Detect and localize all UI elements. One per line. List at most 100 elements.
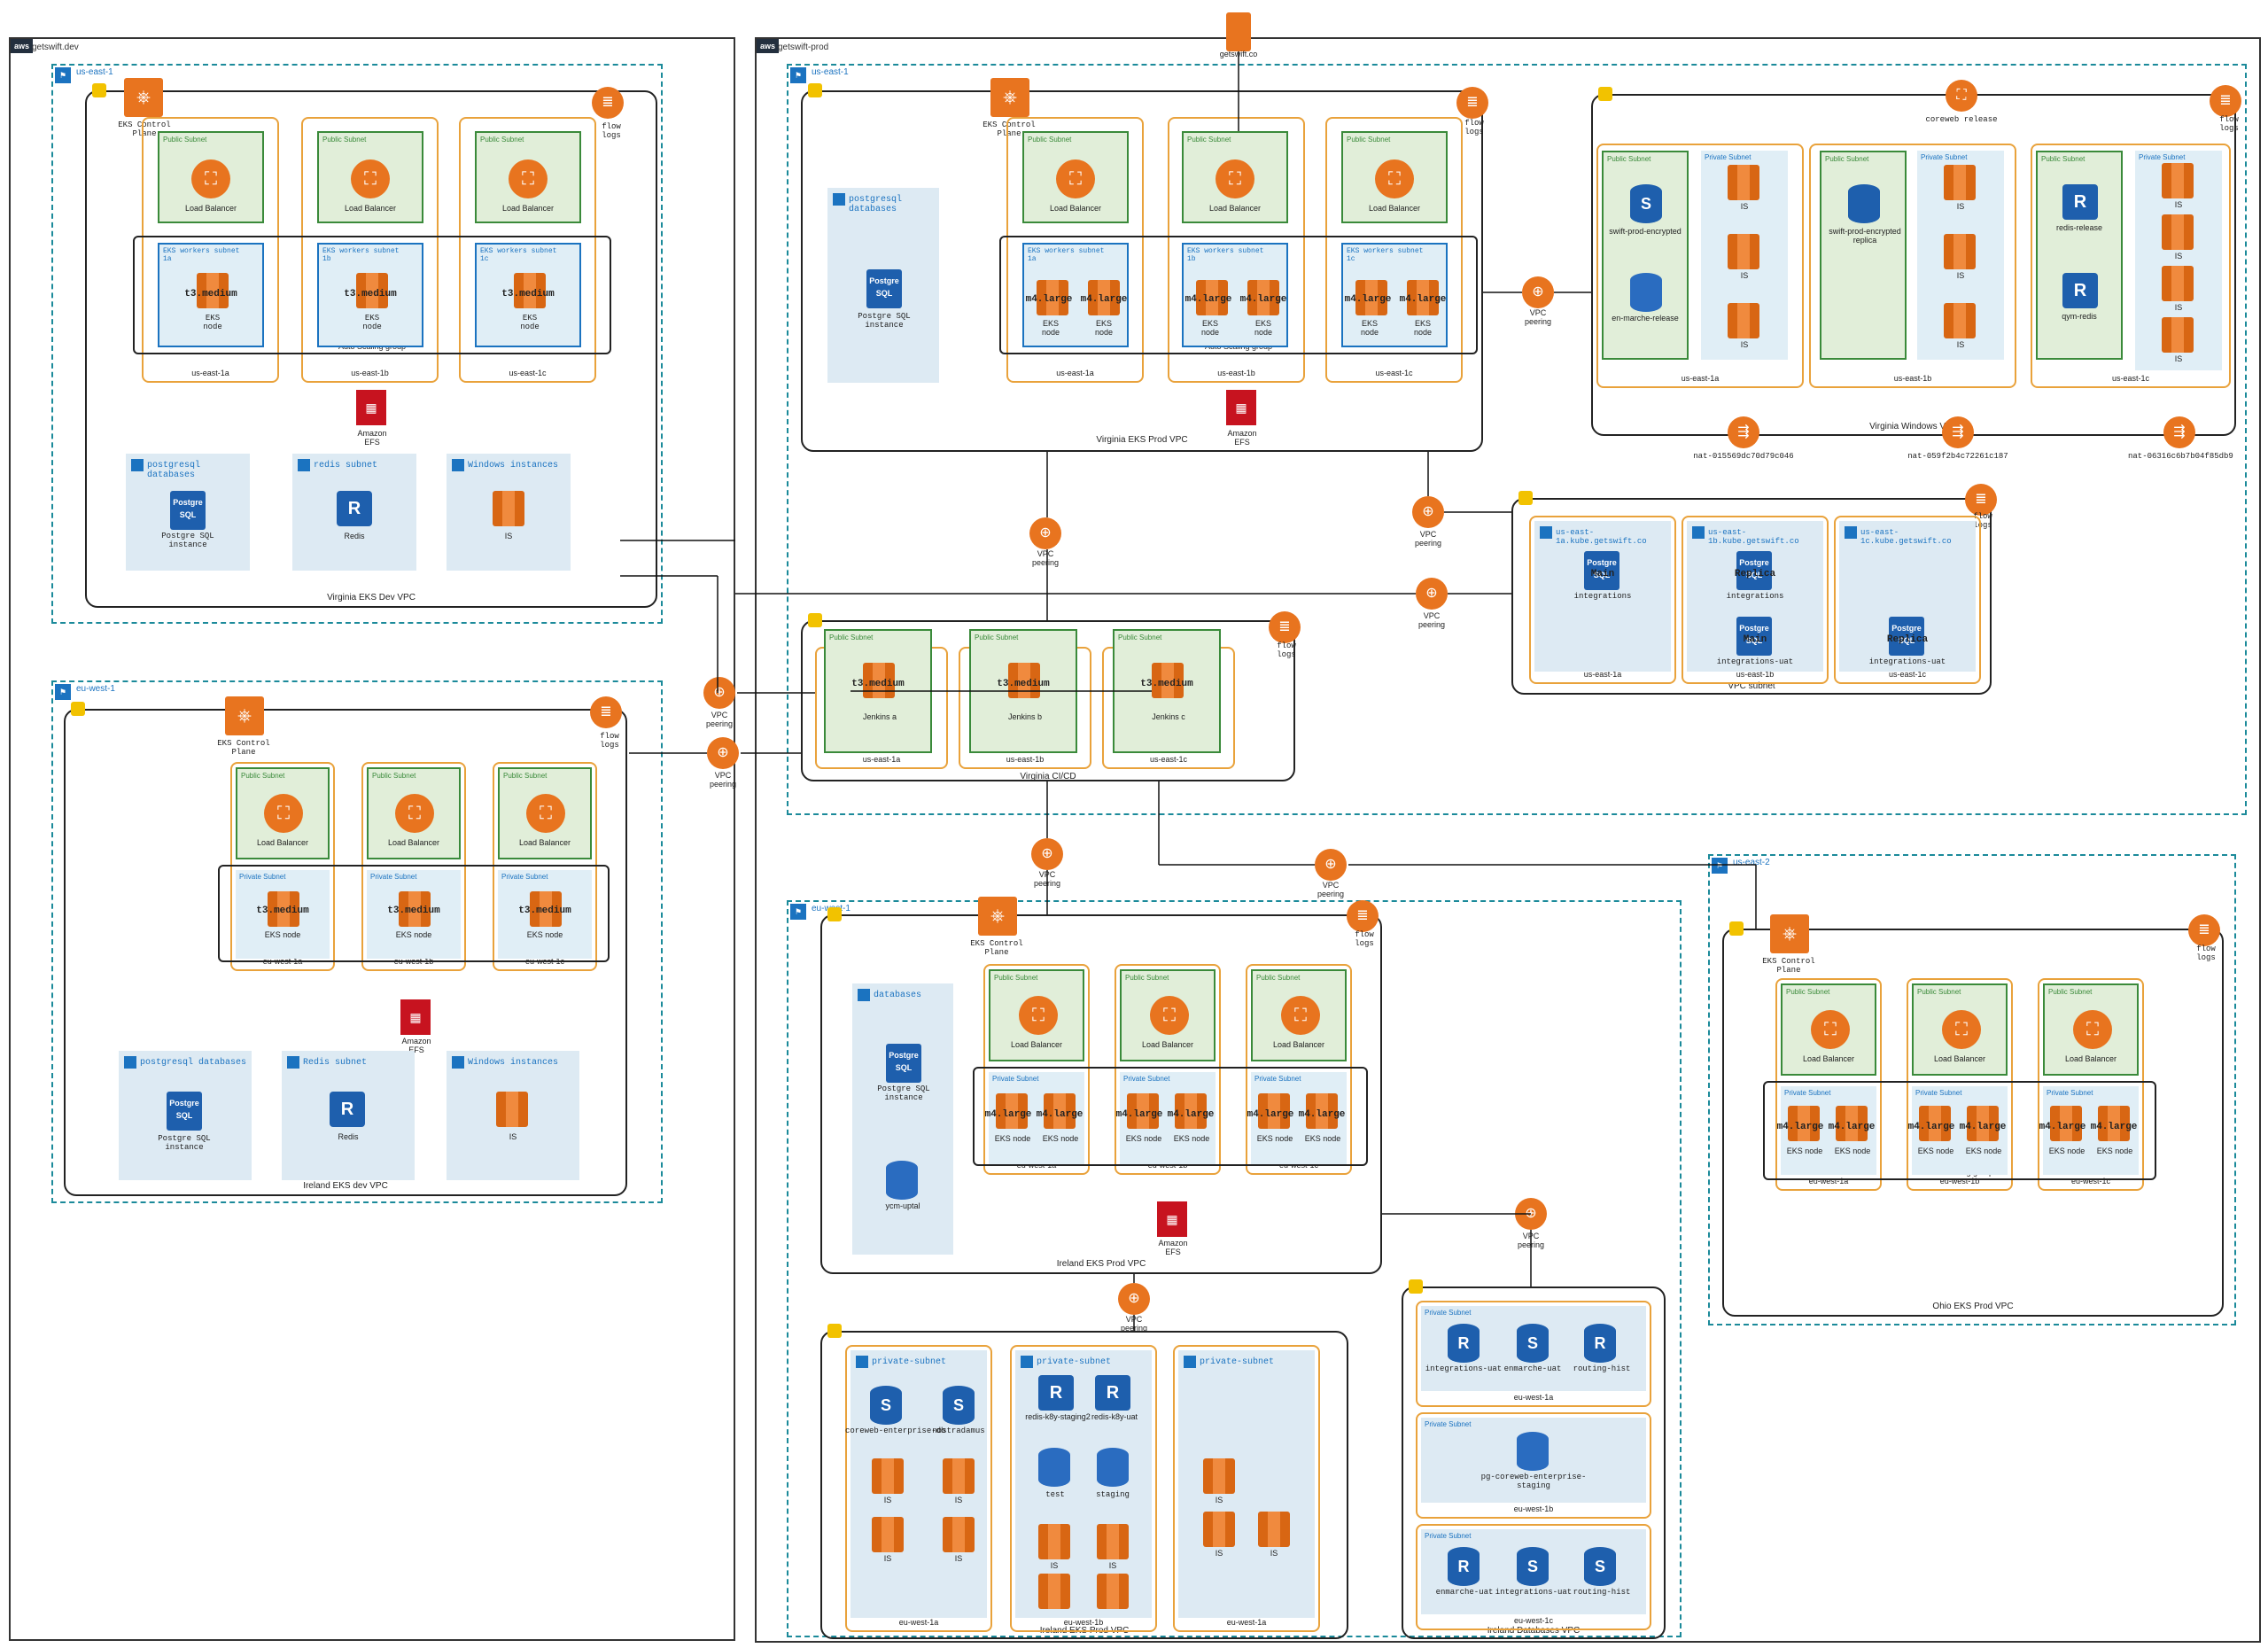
efs-icon: ▦ bbox=[400, 999, 431, 1035]
region-name: us-east-1 bbox=[812, 67, 849, 77]
ec2-instance-icon bbox=[356, 273, 388, 308]
aurora-icon bbox=[886, 1161, 918, 1200]
ec2-instance-icon bbox=[1037, 280, 1068, 315]
ec2-instance-icon bbox=[1836, 1106, 1868, 1141]
ec2-instance-icon bbox=[514, 273, 546, 308]
region-prod-us-east-1: ⚑ us-east-1 bbox=[787, 64, 2247, 815]
ec2-instance-icon bbox=[2098, 1106, 2130, 1141]
flow-logs-label: flow logs bbox=[602, 122, 621, 140]
vpc-dev-virginia: Virginia EKS Dev VPC bbox=[85, 83, 657, 608]
vpc-label: Virginia EKS Dev VPC bbox=[327, 593, 416, 602]
redis-icon: R bbox=[2062, 273, 2098, 308]
ec2-instance-icon bbox=[1203, 1512, 1235, 1547]
ec2-instance-icon bbox=[872, 1458, 904, 1494]
vpc-peering-label: VPC peering bbox=[1524, 308, 1552, 326]
load-balancer-icon: ⛶ bbox=[395, 794, 434, 833]
vpc-dev-ireland: Ireland EKS dev VPC bbox=[64, 702, 627, 1196]
vpc-ohio-eks-prod: Ohio EKS Prod VPC bbox=[1722, 921, 2224, 1317]
aws-logo: aws bbox=[757, 39, 780, 53]
account-name: getswift-prod bbox=[778, 43, 829, 52]
load-balancer-icon: ⛶ bbox=[1811, 1010, 1850, 1049]
account-dev: aws getswift.dev bbox=[9, 37, 735, 1641]
ec2-instance-icon bbox=[943, 1517, 975, 1552]
ec2-instance-icon bbox=[2162, 317, 2194, 353]
lock-icon bbox=[808, 83, 822, 97]
vpc-label: VPC subnet bbox=[1728, 681, 1775, 691]
public-subnet: Public Subnet⛶Load Balancer bbox=[367, 767, 461, 859]
flow-logs-icon: ≣ bbox=[592, 87, 624, 119]
vpc-peering-icon: ⊕ bbox=[1315, 849, 1347, 881]
public-subnet: Public Subnet⛶Load Balancer bbox=[1182, 131, 1288, 223]
ec2-instance-icon bbox=[1038, 1574, 1070, 1609]
ec2-instance-icon bbox=[1175, 1093, 1207, 1129]
aurora-icon bbox=[1517, 1432, 1549, 1471]
az-column: us-east-1b bbox=[1682, 516, 1829, 684]
sql-server-icon: S bbox=[943, 1386, 975, 1425]
vpc-ireland-databases: Ireland Databases VPC bbox=[1402, 1279, 1666, 1639]
ec2-instance-icon bbox=[1097, 1524, 1129, 1559]
ec2-instance-icon bbox=[1258, 1093, 1290, 1129]
vpc-peering-label: VPC peering bbox=[1120, 1315, 1148, 1333]
service-label: getswift.co bbox=[1219, 50, 1258, 58]
vpc-peering-label: VPC peering bbox=[1418, 611, 1446, 629]
ec2-instance-icon bbox=[1788, 1106, 1820, 1141]
vpc-label: Virginia EKS Prod VPC bbox=[1096, 435, 1188, 445]
ec2-instance-icon bbox=[1306, 1093, 1338, 1129]
lock-icon bbox=[808, 613, 822, 627]
nat-gateway-icon: ⇶ bbox=[1728, 416, 1759, 448]
ec2-instance-icon bbox=[2050, 1106, 2082, 1141]
account-name: getswift.dev bbox=[32, 43, 79, 52]
aurora-icon bbox=[1038, 1448, 1070, 1487]
az-column: eu-west-1c bbox=[2038, 978, 2144, 1191]
region-name: us-east-1 bbox=[76, 67, 113, 77]
nat-label: nat-015569dc70d79c046 bbox=[1693, 452, 1794, 461]
load-balancer-icon: ⛶ bbox=[1056, 159, 1095, 198]
public-subnet: Public Subnet⛶Load Balancer bbox=[2043, 983, 2139, 1076]
lock-icon bbox=[1409, 1279, 1423, 1294]
region-flag-icon: ⚑ bbox=[55, 684, 71, 700]
nat-gateway-icon: ⇶ bbox=[2163, 416, 2195, 448]
vpc-peering-icon: ⊕ bbox=[1029, 517, 1061, 549]
vpc-peering-label: VPC peering bbox=[1517, 1232, 1545, 1249]
flow-logs-icon: ≣ bbox=[2188, 914, 2220, 946]
eks-control-icon: ⎈ bbox=[1770, 914, 1809, 953]
public-subnet: Public Subnet⛶Load Balancer bbox=[1251, 969, 1347, 1061]
ec2-instance-icon bbox=[872, 1517, 904, 1552]
public-subnet: Public Subnet⛶Load Balancer bbox=[989, 969, 1084, 1061]
vpc-virginia-windows: Virginia Windows VPC bbox=[1591, 87, 2236, 436]
ec2-instance-icon bbox=[2162, 214, 2194, 250]
public-subnet: Public Subnet⛶Load Balancer bbox=[475, 131, 581, 223]
rds-icon: R bbox=[1448, 1547, 1480, 1586]
load-balancer-icon: ⛶ bbox=[1375, 159, 1414, 198]
public-subnet: Public Subnet⛶Load Balancer bbox=[1341, 131, 1448, 223]
rds-icon: R bbox=[1584, 1324, 1616, 1363]
efs-icon: ▦ bbox=[1157, 1201, 1187, 1237]
vpc-peering-icon: ⊕ bbox=[1416, 578, 1448, 610]
flow-logs-label: flow logs bbox=[2219, 115, 2239, 133]
lock-icon bbox=[1598, 87, 1612, 101]
ec2-instance-icon bbox=[1919, 1106, 1951, 1141]
redis-icon: R bbox=[337, 491, 372, 526]
ec2-instance-icon bbox=[1967, 1106, 1999, 1141]
